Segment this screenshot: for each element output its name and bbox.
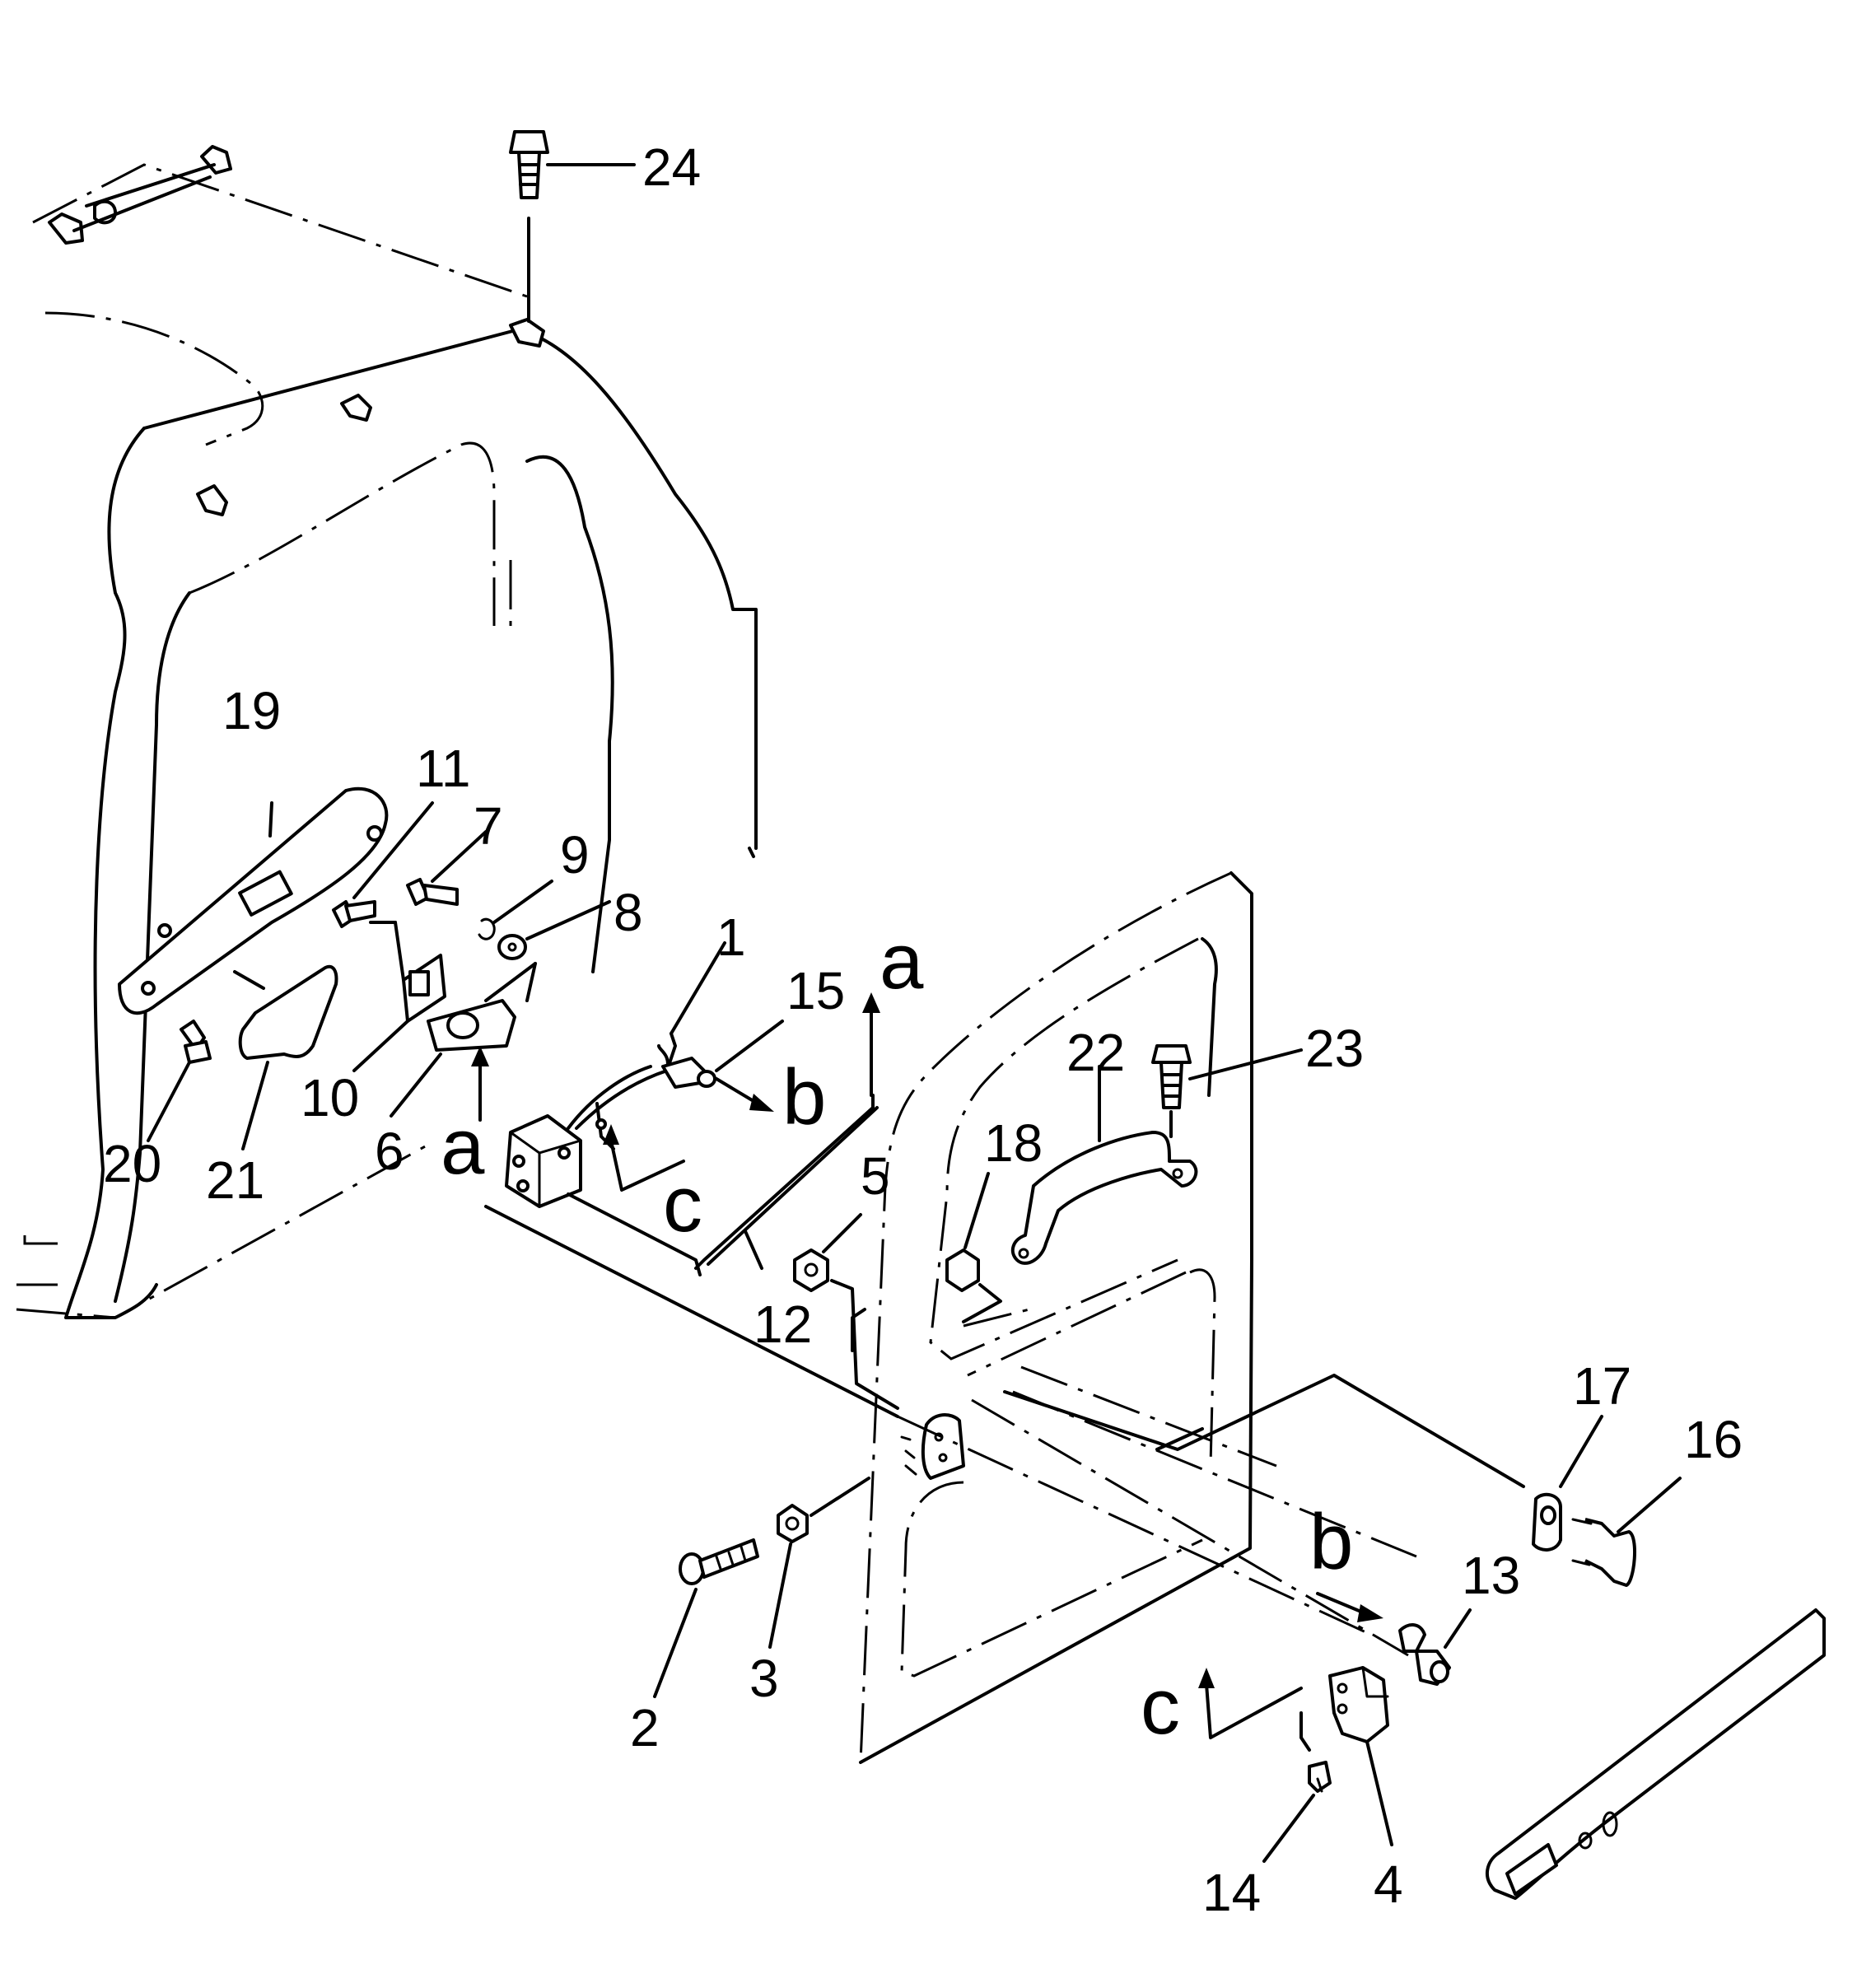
callout-4: 4 xyxy=(1374,1855,1403,1914)
plate-10 xyxy=(352,921,446,1072)
washer-8 xyxy=(497,900,611,960)
callout-6: 6 xyxy=(375,1122,404,1181)
connector-arrows xyxy=(471,992,1383,1739)
plate-17 xyxy=(1532,1415,1603,1552)
nut-3 xyxy=(768,1477,870,1649)
cover-21 xyxy=(233,964,338,1150)
callout-12: 12 xyxy=(754,1295,812,1354)
striker-16 xyxy=(1571,1477,1682,1587)
striker-6 xyxy=(390,962,537,1118)
rod-12 xyxy=(694,1094,879,1270)
callout-14: 14 xyxy=(1202,1863,1261,1922)
screw-11 xyxy=(332,801,434,928)
callout-9: 9 xyxy=(560,825,590,884)
callout-1: 1 xyxy=(716,908,746,967)
nut-5 xyxy=(793,1213,899,1410)
plate-19 xyxy=(118,786,389,1015)
callout-8: 8 xyxy=(614,883,643,942)
pin-20 xyxy=(147,1020,212,1142)
callout-19: 19 xyxy=(222,681,281,740)
lock-assembly xyxy=(505,1044,702,1276)
connector-c-right: c xyxy=(1141,1663,1180,1751)
callout-23: 23 xyxy=(1305,1019,1364,1078)
bolt-23 xyxy=(1151,1044,1303,1138)
rod-1 xyxy=(665,941,726,1072)
callout-18: 18 xyxy=(984,1113,1043,1173)
clip-15 xyxy=(661,1020,784,1089)
bolt-7 xyxy=(406,830,488,906)
connector-b-mid: b xyxy=(782,1053,826,1141)
callout-17: 17 xyxy=(1573,1356,1631,1416)
callout-24: 24 xyxy=(642,138,701,197)
callout-3: 3 xyxy=(749,1649,779,1708)
callout-15: 15 xyxy=(786,961,845,1020)
bolt-24 xyxy=(509,130,636,323)
door-panel xyxy=(851,871,1253,1764)
callout-5: 5 xyxy=(861,1146,890,1206)
bushing-13 xyxy=(1398,1608,1472,1686)
callout-13: 13 xyxy=(1462,1546,1520,1605)
connector-a-left: a xyxy=(441,1103,485,1191)
lock-4 xyxy=(1299,1666,1393,1846)
cab-roof-stoppers xyxy=(48,145,545,516)
handle-22 xyxy=(1010,1065,1198,1265)
callout-20: 20 xyxy=(103,1134,161,1193)
connector-b-right: b xyxy=(1309,1498,1353,1586)
callout-21: 21 xyxy=(206,1150,264,1210)
connector-a-top: a xyxy=(880,917,924,1006)
washer-9 xyxy=(478,880,553,940)
connector-letters: a a b b c c xyxy=(441,917,1353,1751)
nut-18 xyxy=(945,1172,1030,1328)
assembly-lines xyxy=(484,1205,1525,1657)
callout-2: 2 xyxy=(630,1698,660,1757)
callout-22: 22 xyxy=(1066,1023,1125,1082)
callout-11: 11 xyxy=(416,739,470,798)
cab-body xyxy=(16,163,758,1319)
connector-c-mid: c xyxy=(663,1160,702,1248)
trim-strip xyxy=(1486,1608,1826,1900)
callout-labels: 1 2 3 4 5 6 7 8 9 10 11 12 13 14 15 16 1… xyxy=(103,138,1743,1922)
pin-14 xyxy=(1262,1761,1332,1863)
callout-16: 16 xyxy=(1684,1410,1743,1469)
callout-7: 7 xyxy=(474,796,503,856)
bolt-2 xyxy=(653,1538,759,1698)
hinge-plate xyxy=(900,1413,965,1480)
callout-10: 10 xyxy=(301,1068,359,1127)
